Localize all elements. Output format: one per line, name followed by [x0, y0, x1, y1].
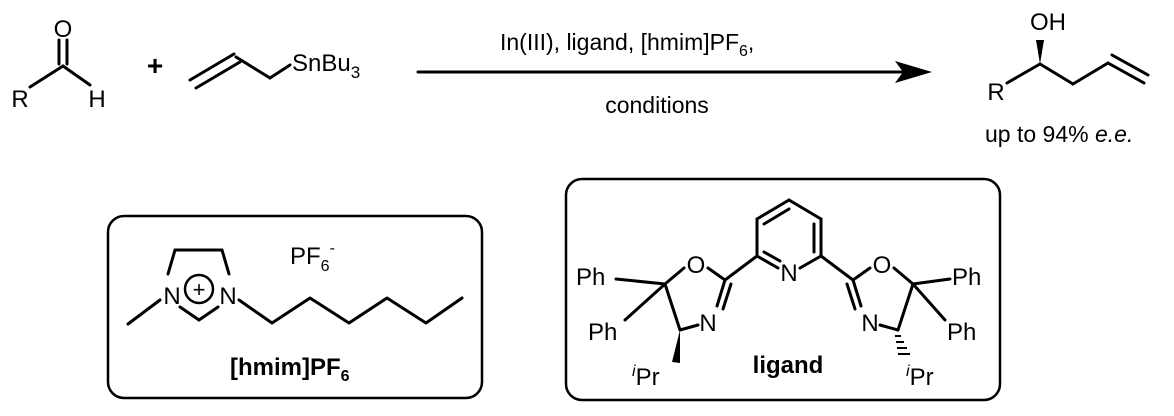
left-oxazoline-nitrogen: N [699, 310, 716, 337]
left-phenyl-2: Ph [588, 319, 617, 346]
imidazolium-n3: N [219, 283, 236, 310]
reaction-arrow: In(III), ligand, [hmim]PF6, conditions [416, 29, 932, 118]
left-isopropyl: iPr [632, 363, 660, 391]
aldehyde-r-group: R [11, 86, 28, 113]
left-phenyl-1: Ph [576, 264, 605, 291]
ligand-panel: N O N Ph Ph iPr O N [564, 177, 1002, 402]
ligand-name: ligand [753, 352, 824, 379]
right-isopropyl-hashed-bond [895, 335, 910, 355]
plus-sign: + [147, 50, 163, 81]
right-oxazoline-nitrogen: N [861, 310, 878, 337]
imidazolium-charge: + [193, 277, 206, 302]
aldehyde-structure: O R H [11, 16, 105, 113]
right-isopropyl: iPr [906, 363, 934, 391]
imidazolium-n1: N [163, 283, 180, 310]
left-oxazoline-oxygen: O [687, 252, 706, 279]
ionic-liquid-name: [hmim]PF6 [230, 354, 350, 385]
right-phenyl-1: Ph [952, 264, 981, 291]
enantiomeric-excess-note: up to 94% e.e. [985, 121, 1133, 147]
aldehyde-oxygen: O [54, 16, 73, 43]
right-phenyl-2: Ph [947, 319, 976, 346]
arrow-top-conditions: In(III), ligand, [hmim]PF6, [500, 29, 754, 60]
ionic-liquid-panel: + N N PF6- [hmim]PF6 [106, 214, 484, 400]
hexafluorophosphate-anion: PF6- [290, 240, 335, 275]
homoallylic-alcohol-structure: OH R up to 94% e.e. [985, 9, 1150, 147]
aldehyde-hydrogen: H [88, 86, 105, 113]
arrow-bottom-conditions: conditions [605, 92, 709, 118]
product-hydroxyl: OH [1030, 9, 1066, 36]
product-r-group: R [987, 79, 1004, 106]
right-oxazoline-oxygen: O [873, 252, 892, 279]
stannane-label: SnBu3 [292, 50, 360, 82]
allyl-stannane-structure: SnBu3 [188, 50, 360, 90]
pyridine-nitrogen: N [780, 260, 797, 287]
